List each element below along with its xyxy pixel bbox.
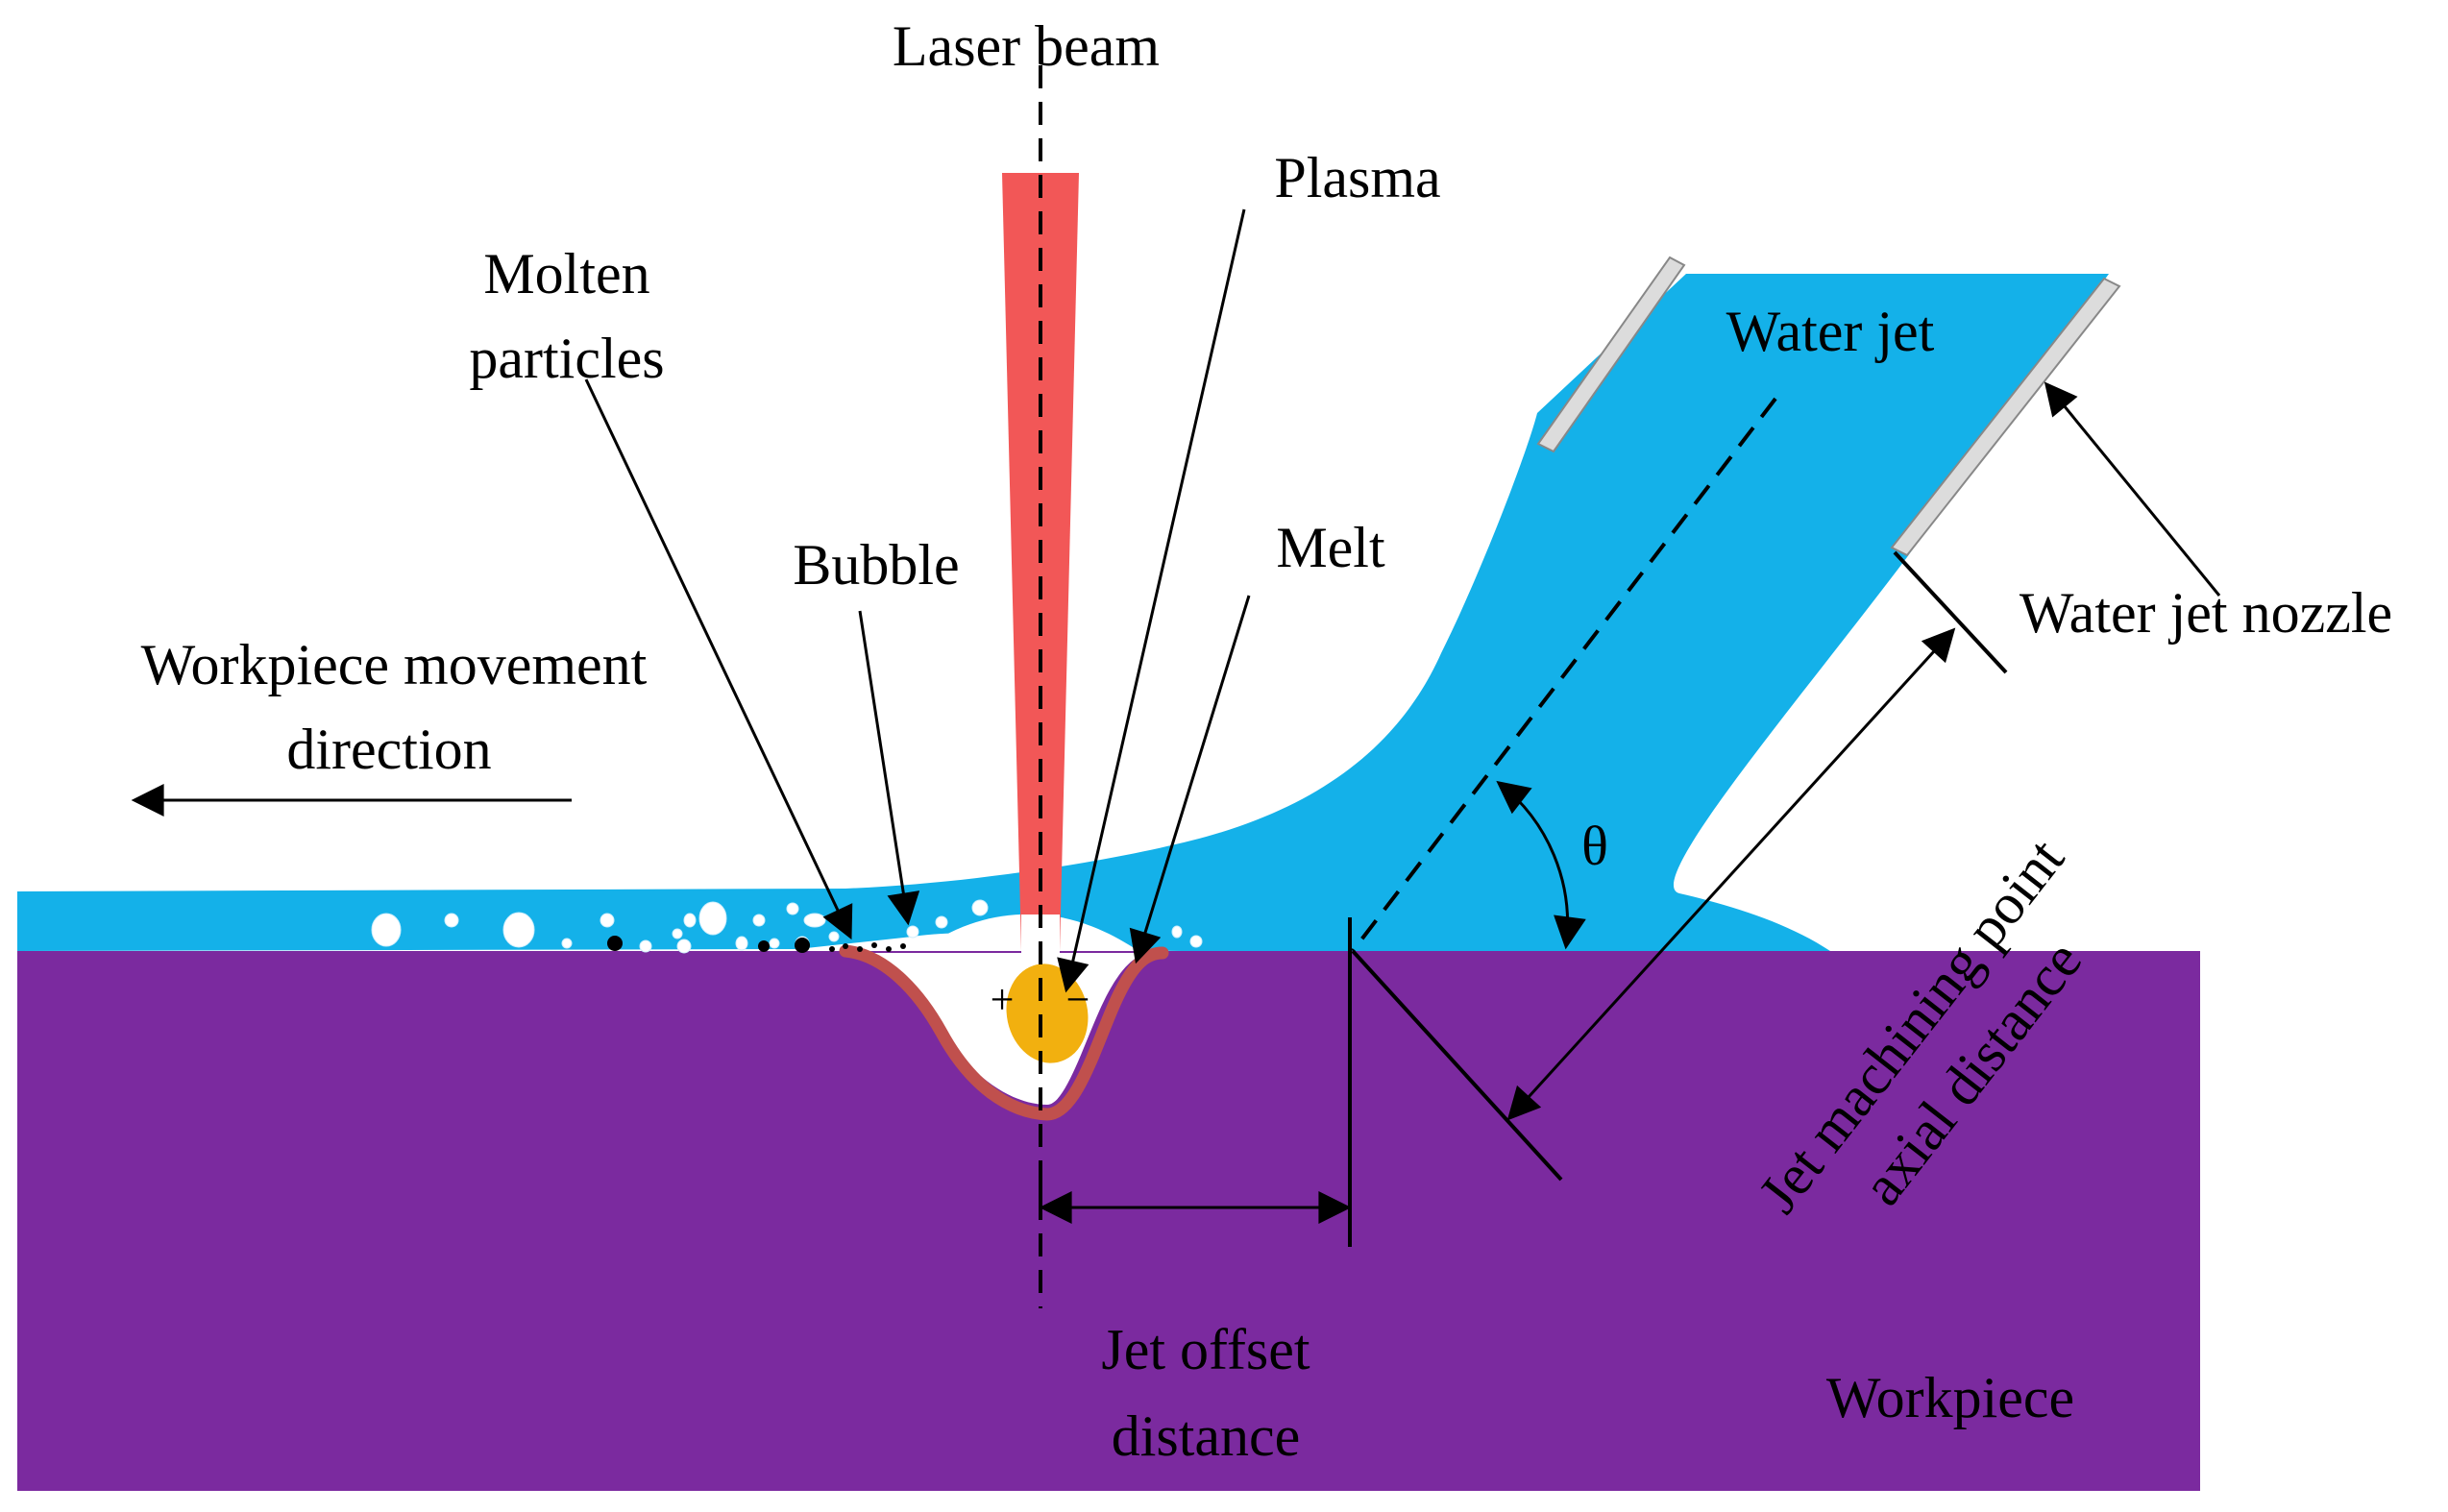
- axial-distance-ext-top: [1893, 550, 2008, 674]
- bubble-group: [371, 899, 1203, 954]
- molten-particle: [607, 936, 623, 951]
- molten-particle: [886, 946, 892, 952]
- bubble: [444, 913, 459, 928]
- bubble-leader: [858, 610, 920, 926]
- axial-distance-ext-bottom: [1351, 949, 1563, 1182]
- plasma-leader: [1057, 208, 1246, 993]
- bubble: [502, 912, 535, 948]
- bubble: [676, 939, 692, 954]
- bubble: [752, 914, 766, 927]
- axial-distance-dimension-line: [1506, 627, 1956, 1121]
- bubble: [971, 899, 989, 916]
- bubble: [1171, 925, 1183, 939]
- offset-distance-label-line1: Jet offset: [1101, 1318, 1310, 1381]
- bubble-label: Bubble: [793, 533, 959, 597]
- melt-label: Melt: [1276, 516, 1385, 579]
- molten-particle: [829, 946, 835, 952]
- molten-particle: [795, 938, 810, 953]
- bubble: [1189, 935, 1203, 948]
- workpiece-label: Workpiece: [1826, 1366, 2074, 1429]
- water-jet-nozzle-label: Water jet nozzle: [2020, 581, 2392, 645]
- theta-label: θ: [1581, 815, 1608, 877]
- molten-particle-group: [607, 936, 906, 953]
- water-jet-label: Water jet: [1726, 300, 1935, 363]
- plasma-label: Plasma: [1274, 146, 1440, 209]
- bubble: [906, 925, 919, 939]
- bubble: [735, 936, 748, 951]
- melt-layer: [839, 944, 1169, 1121]
- workpiece-movement-label-line2: direction: [286, 718, 491, 781]
- bubble: [828, 931, 840, 942]
- molten-particles-leader: [584, 378, 853, 940]
- plasma-minus-sign: −: [1066, 976, 1090, 1023]
- molten-particles-label-line1: Molten: [483, 242, 649, 305]
- melt-leader: [1129, 595, 1251, 964]
- plasma-plus-sign: +: [991, 976, 1015, 1023]
- workpiece-movement-label-line1: Workpiece movement: [141, 633, 648, 696]
- molten-particle: [871, 942, 877, 948]
- bubble: [786, 902, 799, 915]
- bubble: [371, 913, 402, 947]
- bubble: [683, 913, 697, 928]
- laser-beam-label: Laser beam: [893, 14, 1160, 78]
- molten-particle: [857, 946, 863, 952]
- offset-distance-label-line2: distance: [1112, 1404, 1301, 1468]
- molten-particle: [900, 943, 906, 949]
- bubble: [769, 938, 780, 949]
- water-jet-nozzle-left-wall: [1536, 256, 1686, 453]
- bubble: [698, 901, 727, 936]
- bubble: [600, 913, 615, 928]
- bubble: [639, 939, 652, 953]
- molten-particle: [758, 940, 770, 952]
- bubble: [561, 938, 573, 949]
- nozzle-leader: [2044, 381, 2221, 597]
- molten-particle: [843, 943, 848, 949]
- molten-particles-label-line2: particles: [469, 327, 664, 390]
- bubble: [672, 928, 683, 939]
- bubble: [935, 915, 948, 929]
- bubble: [803, 913, 826, 928]
- water-jet-nozzle-right-wall: [1890, 277, 2121, 557]
